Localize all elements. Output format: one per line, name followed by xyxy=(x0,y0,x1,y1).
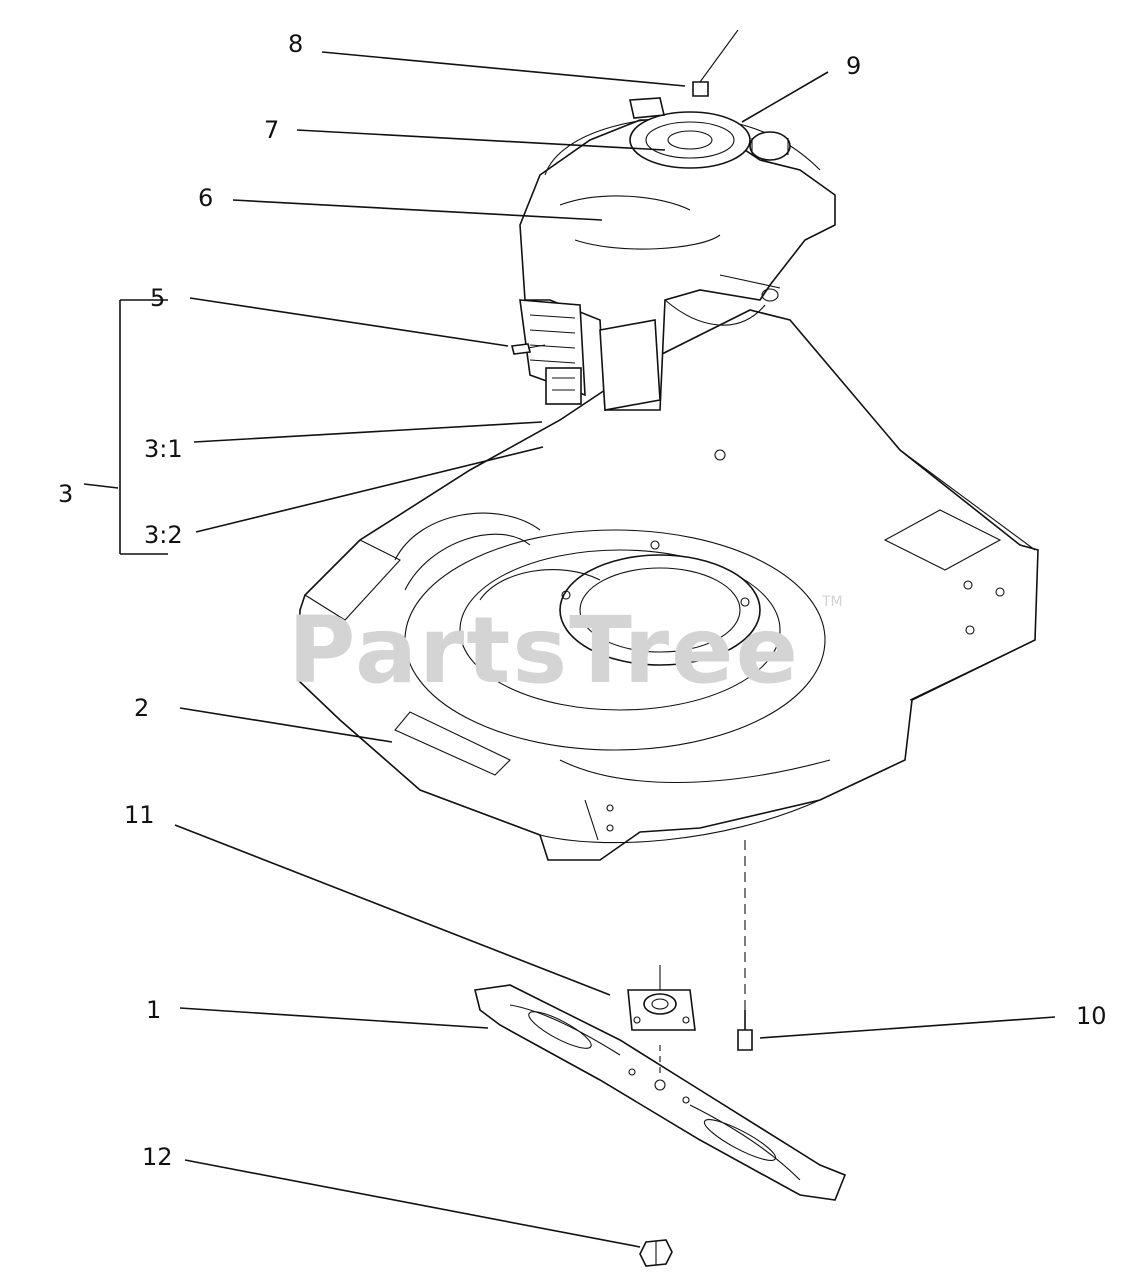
callout-3-1: 3:1 xyxy=(144,435,183,463)
callout-3: 3 xyxy=(58,480,73,508)
mower-deck[interactable] xyxy=(297,309,1039,861)
watermark: PartsTree TM xyxy=(288,594,843,704)
callout-7: 7 xyxy=(264,116,279,144)
callout-1: 1 xyxy=(146,996,161,1024)
callout-11: 11 xyxy=(124,801,155,829)
svg-text:PartsTree: PartsTree xyxy=(288,597,800,704)
screw-5[interactable] xyxy=(511,343,546,355)
callout-9: 9 xyxy=(846,52,861,80)
blade[interactable] xyxy=(474,984,847,1201)
callout-10: 10 xyxy=(1076,1002,1107,1030)
leader-lines xyxy=(83,51,1056,1248)
blade-nut[interactable] xyxy=(639,1239,673,1267)
callout-6: 6 xyxy=(198,184,213,212)
blade-adapter[interactable] xyxy=(627,965,696,1031)
callout-2: 2 xyxy=(134,694,149,722)
callout-12: 12 xyxy=(142,1143,173,1171)
decal-3-1[interactable] xyxy=(545,367,582,405)
callout-3-2: 3:2 xyxy=(144,521,183,549)
blade-bolt[interactable] xyxy=(737,840,753,1051)
callout-5: 5 xyxy=(150,284,165,312)
callout-8: 8 xyxy=(288,30,303,58)
svg-text:TM: TM xyxy=(821,594,843,610)
callouts: 8 9 7 6 5 3:1 3 3:2 2 11 1 10 12 xyxy=(58,30,1107,1171)
